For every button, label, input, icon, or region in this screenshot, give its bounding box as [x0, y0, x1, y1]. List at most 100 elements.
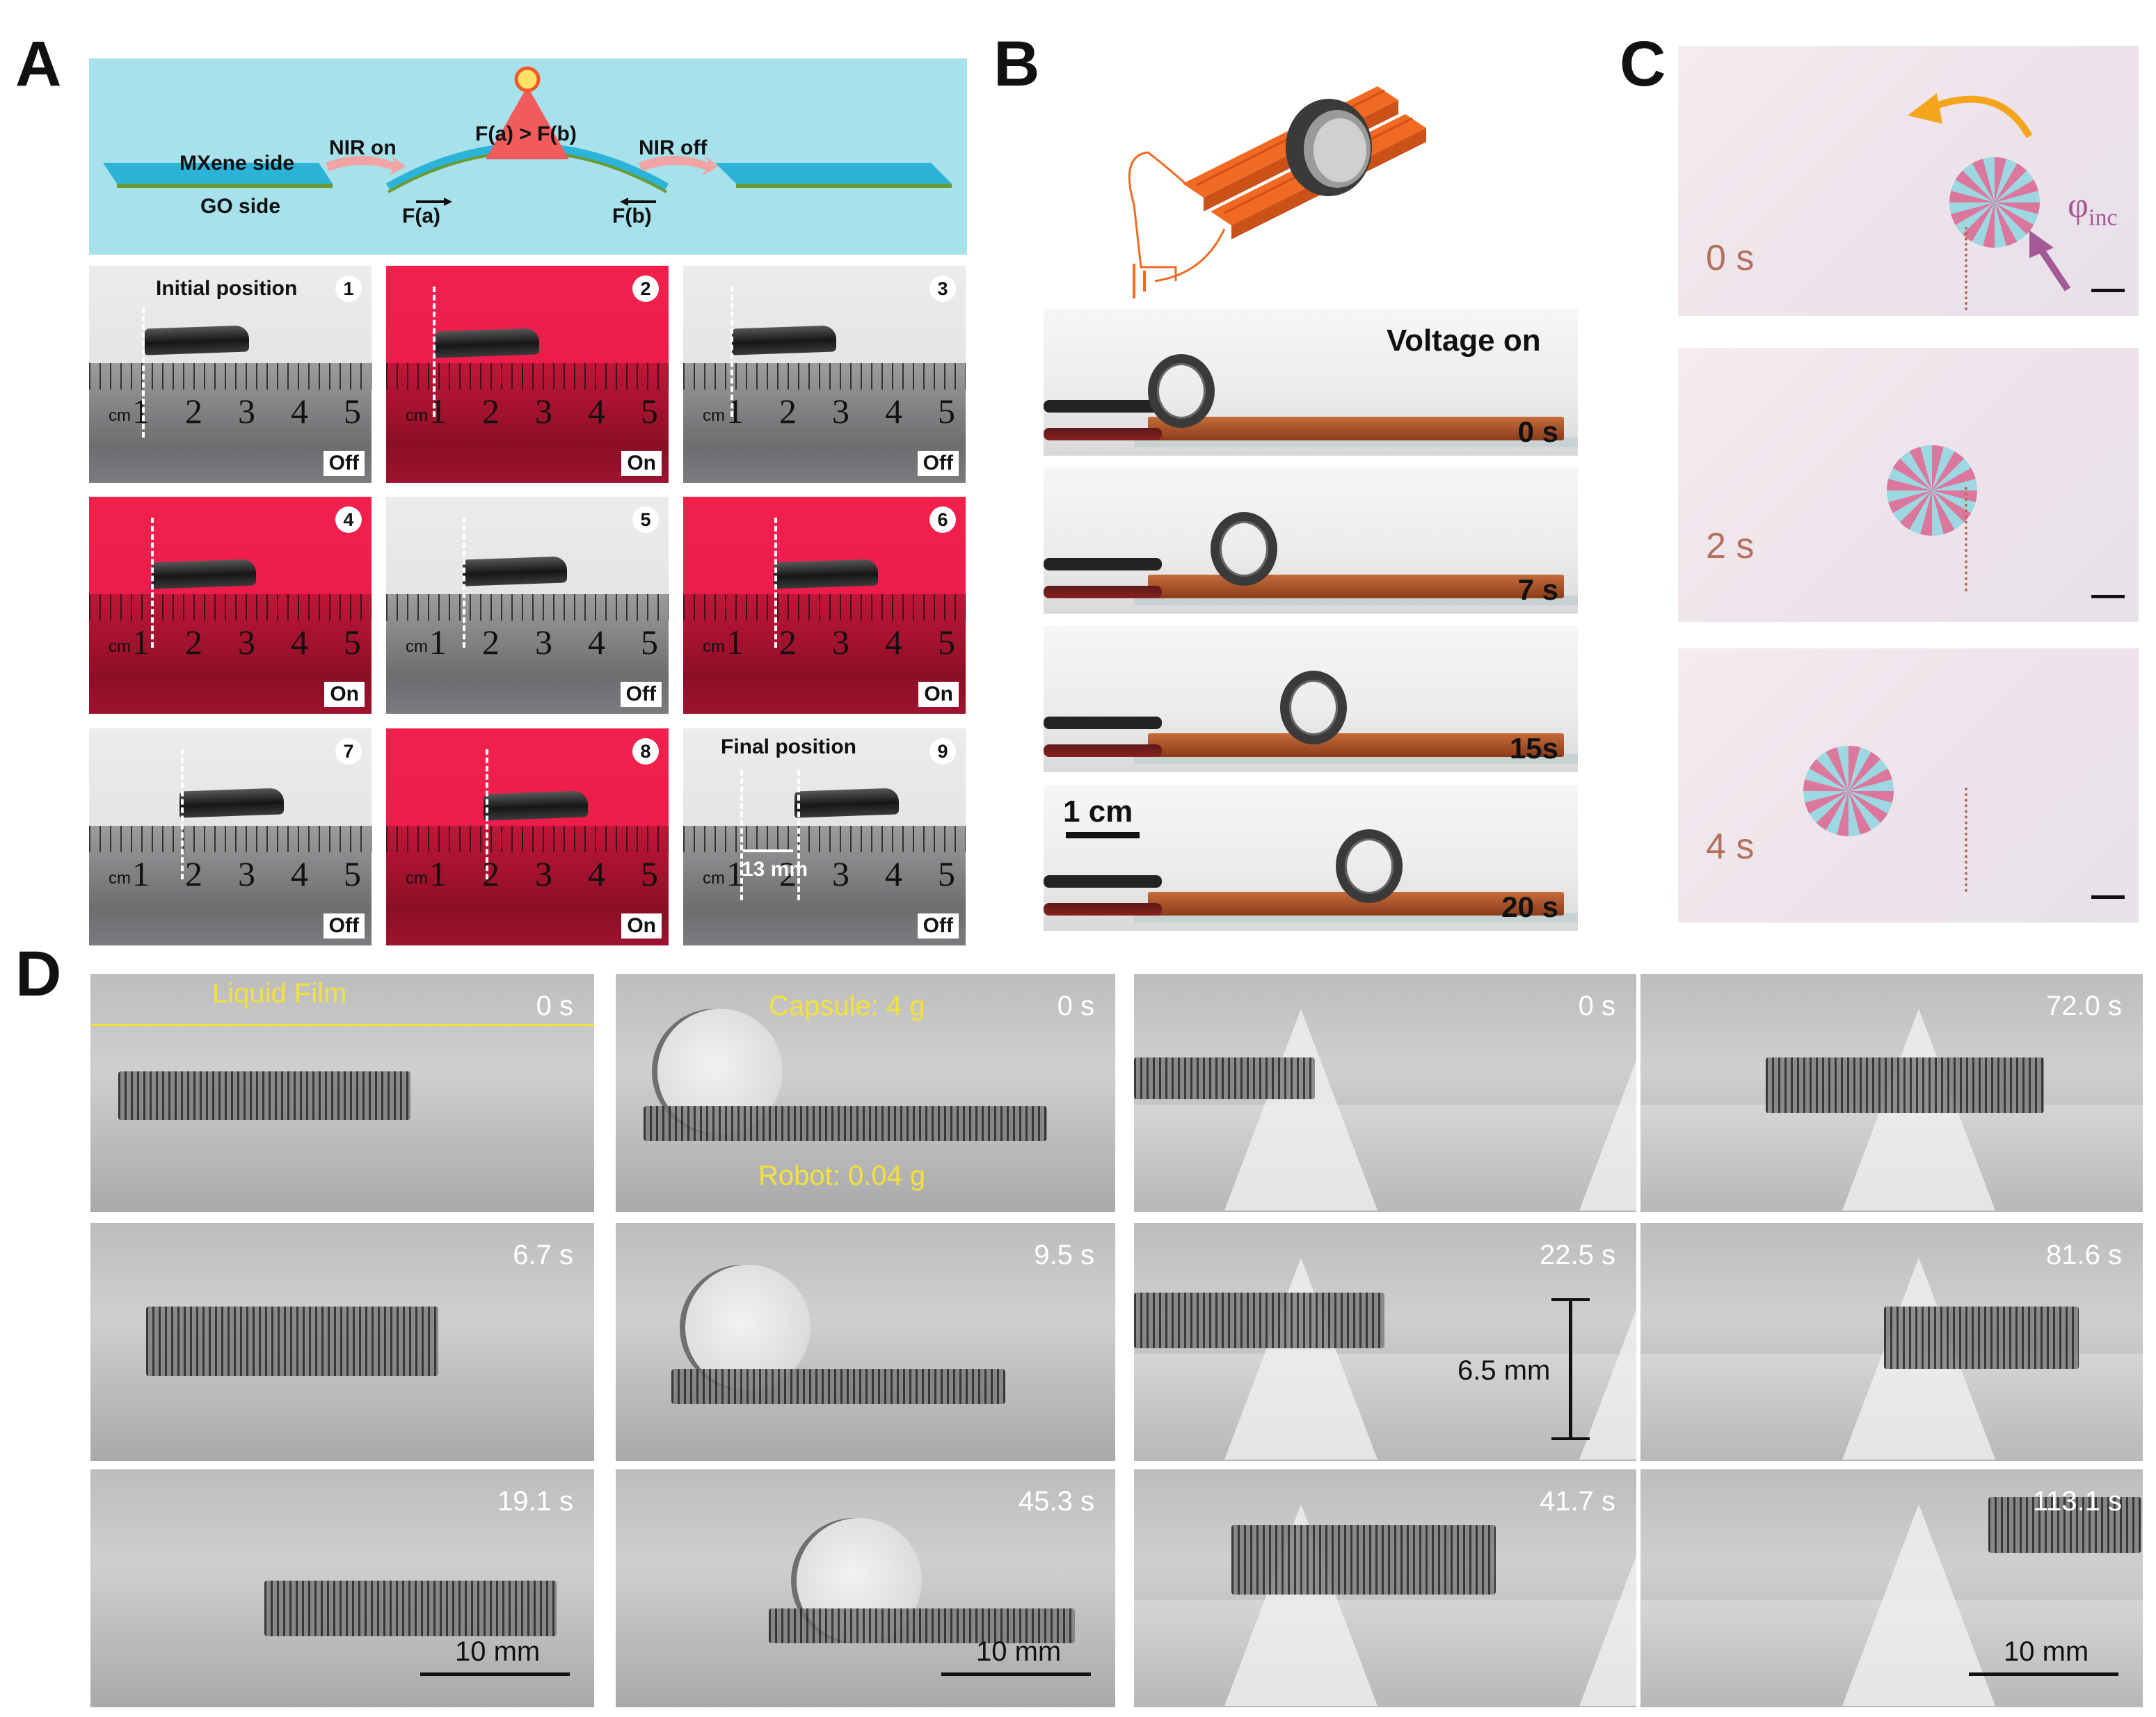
b-time-label: 20 s [1501, 891, 1558, 923]
c-frame-0: 0 s φinc [1678, 46, 2139, 316]
initial-dash [740, 770, 743, 901]
ring-robot [1336, 829, 1403, 903]
ruler-mark: 1 [429, 854, 447, 894]
ruler-mark: 2 [482, 854, 500, 894]
d-time-label: 0 s [1578, 991, 1615, 1021]
position-dash [486, 749, 488, 880]
electrode-strip [1148, 575, 1564, 598]
ruler-ticks [386, 594, 669, 621]
ruler-mark: 3 [832, 854, 849, 894]
ruler-mark: 5 [938, 623, 955, 662]
ruler-mark: 2 [482, 623, 500, 662]
ruler-ticks [89, 594, 372, 621]
c-time-label: 4 s [1706, 826, 1755, 867]
ruler-unit: cm [406, 637, 428, 657]
robot-strip [264, 1581, 557, 1636]
position-dash [142, 308, 145, 438]
ruler-mark: 1 [132, 854, 150, 894]
panel-label-a: A [15, 29, 62, 99]
wire-black [1044, 558, 1162, 570]
rotation-arrows [1908, 93, 2071, 292]
film-strip [145, 325, 249, 356]
voltage-on-label: Voltage on [1387, 324, 1541, 358]
b-time-label: 0 s [1517, 415, 1558, 448]
force-compare-label: F(a) > F(b) [475, 122, 577, 145]
ruler-unit: cm [703, 406, 725, 426]
gear-robot [1803, 746, 1894, 836]
ruler-mark: 2 [185, 854, 202, 894]
position-dash [181, 749, 184, 880]
robot-strip [1884, 1307, 2079, 1369]
frame-number-badge: 1 [335, 275, 362, 302]
ruler-unit: cm [109, 869, 131, 888]
robot-strip [1134, 1057, 1315, 1099]
light-source-icon [514, 66, 541, 93]
reference-line [1965, 227, 1967, 310]
ruler-mark: 4 [291, 623, 308, 662]
ruler-unit: cm [109, 637, 131, 657]
frame-number-badge: 2 [632, 275, 659, 302]
robot-strip [1134, 1293, 1384, 1348]
go-side-label: GO side [200, 195, 281, 218]
ruler-mark: 1 [132, 623, 150, 662]
ruler-mark: 5 [641, 854, 658, 894]
ruler-mark: 5 [344, 854, 361, 894]
ruler-unit: cm [703, 637, 725, 657]
electrode-diagram [1128, 86, 1426, 298]
ruler-mark: 2 [185, 392, 202, 431]
frame-position-label: Final position [721, 735, 856, 758]
obstacle-peak [1579, 1504, 1636, 1706]
d-frame-2-0: 0 s [1134, 974, 1636, 1212]
ruler-unit: cm [109, 406, 131, 426]
position-dash [730, 287, 733, 417]
b-frame-3: 20 s [1044, 785, 1578, 931]
b-scale-bar [1066, 832, 1140, 838]
terrain-floor [1134, 1105, 1636, 1212]
film-strip [179, 788, 284, 818]
nir-state-badge: Off [323, 451, 365, 476]
frame-number-badge: 3 [929, 275, 956, 302]
ruler-mark: 1 [132, 392, 150, 431]
d-time-label: 81.6 s [2046, 1240, 2122, 1270]
d-scale-text: 10 mm [2004, 1636, 2089, 1667]
position-dash [151, 518, 154, 648]
d-scale-bar [941, 1672, 1091, 1676]
film-strip [794, 788, 899, 818]
d-time-label: 22.5 s [1540, 1240, 1615, 1270]
wire-black [1044, 400, 1162, 413]
ruler-mark: 1 [429, 623, 447, 662]
flat-film-left [103, 163, 333, 184]
ruler-mark: 4 [588, 854, 605, 894]
ruler-ticks [89, 826, 372, 853]
d-frame-1-1: 9.5 s [616, 1223, 1115, 1461]
nir-state-badge: On [621, 913, 662, 939]
panel-label-d: D [15, 939, 62, 1009]
force-b-label: F(b) [612, 205, 652, 227]
position-dash [774, 518, 777, 648]
ruler-unit: cm [406, 406, 428, 426]
c-scale-bar [2091, 895, 2125, 899]
angle-symbol: φ [2068, 186, 2089, 225]
d-time-label: 0 s [536, 991, 573, 1021]
panel-b-schematic [1092, 58, 1440, 309]
position-dash [433, 287, 436, 417]
ruler-ticks [683, 594, 966, 621]
ruler-mark: 4 [885, 392, 902, 431]
nir-state-badge: Off [323, 913, 365, 939]
terrain-floor [1134, 1354, 1636, 1461]
rotation-arrowhead [1908, 93, 1942, 124]
ruler-mark: 4 [885, 854, 902, 894]
film-strip [152, 559, 256, 589]
film-strip [774, 559, 878, 589]
ruler-mark: 2 [779, 854, 797, 894]
